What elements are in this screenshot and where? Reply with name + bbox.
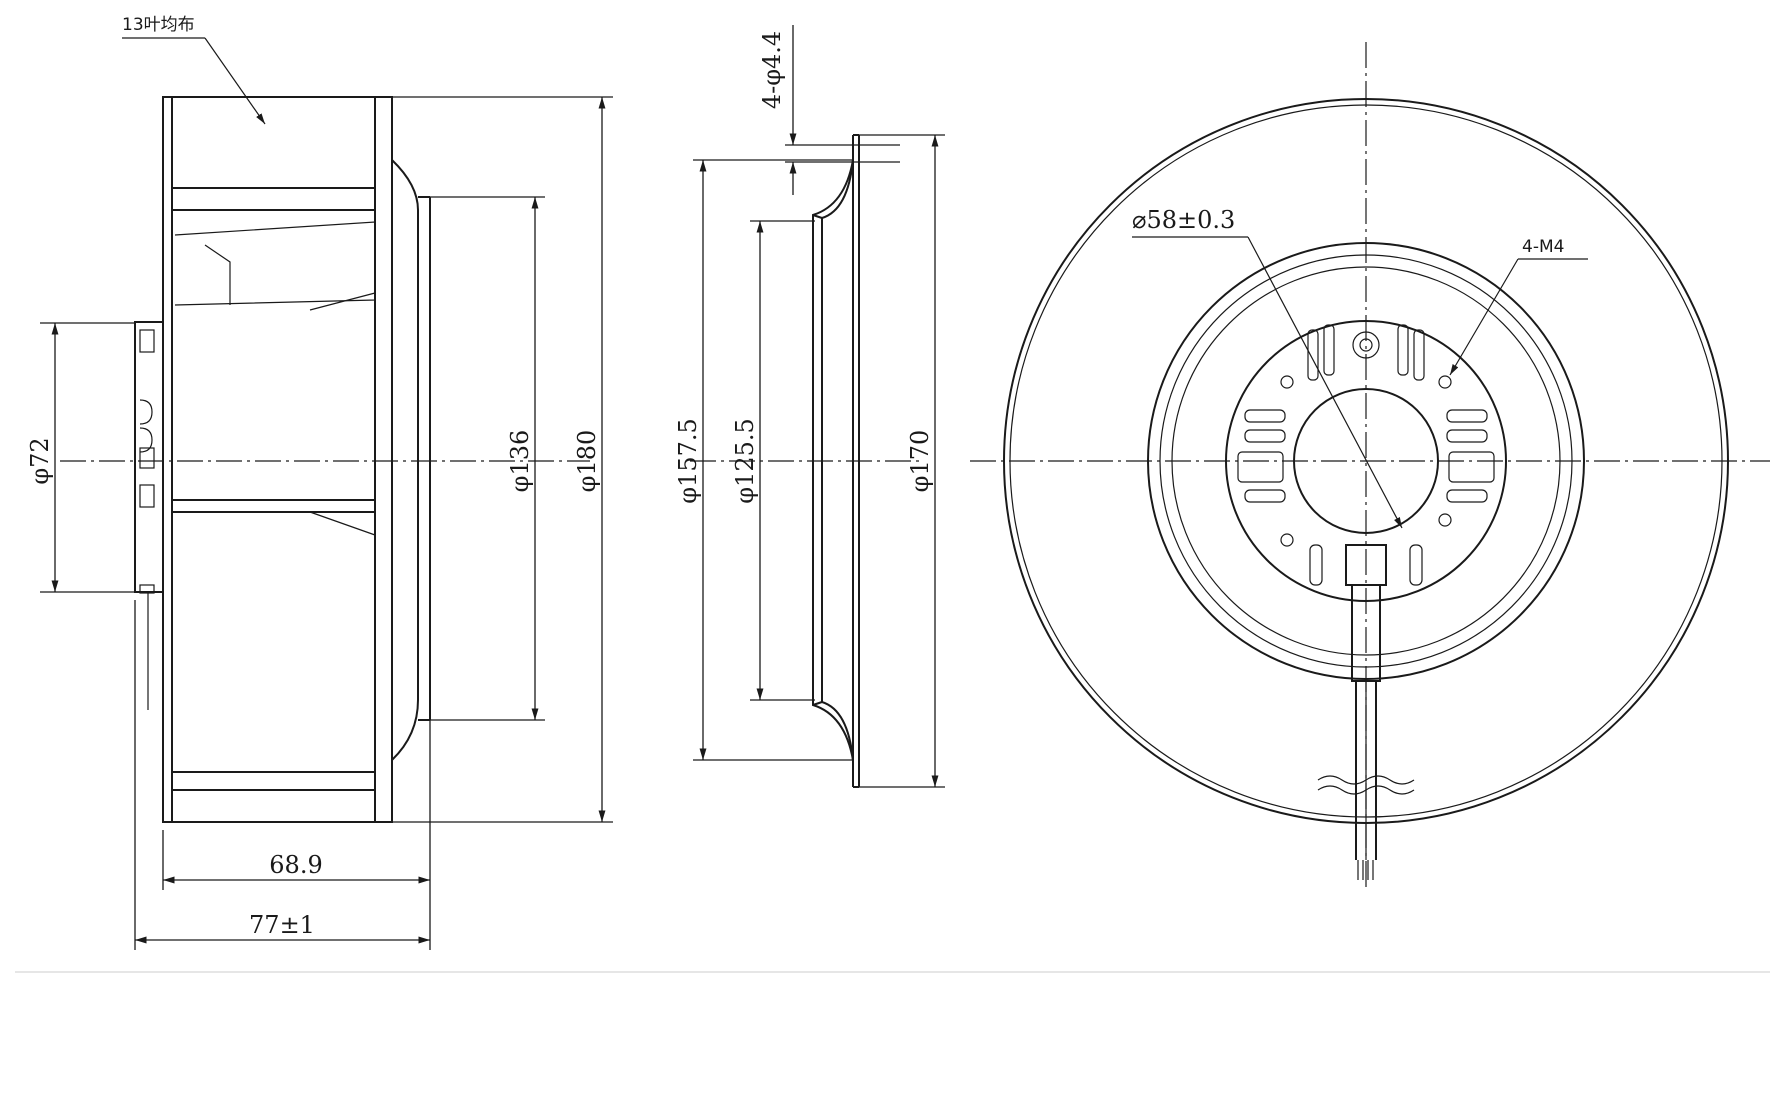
overall-width-label: 77±1 [249, 911, 315, 939]
inlet-ring-profile [812, 159, 854, 761]
side-view: 13叶均布 φ72 φ136 φ180 68.9 77±1 [26, 15, 613, 950]
impeller-outline [162, 96, 393, 823]
blade-upper [171, 209, 376, 501]
threaded-holes-label: 4-M4 [1522, 237, 1564, 257]
motor-fins [1237, 324, 1495, 586]
bolt-circle-label: φ157.5 [674, 418, 702, 504]
impeller-width-label: 68.9 [269, 851, 322, 879]
hub-diameter-label: φ72 [26, 437, 54, 484]
flange-diameter-label: φ170 [906, 430, 934, 493]
blade-count-note: 13叶均布 [122, 15, 195, 35]
front-view: ⌀58±0.3 4-M4 [970, 42, 1770, 890]
blade-lower [171, 511, 376, 773]
rotor-circle [1293, 388, 1439, 534]
ring-inner-diameter-label: φ125.5 [731, 418, 759, 504]
inlet-diameter-label: φ136 [506, 430, 534, 493]
motor-hub [134, 321, 164, 593]
threaded-hole [1280, 533, 1294, 547]
threaded-hole [1438, 375, 1452, 389]
threaded-hole [1280, 375, 1294, 389]
shroud-circle [1147, 242, 1585, 680]
outer-diameter-label: φ180 [573, 430, 601, 493]
threaded-hole [1438, 513, 1452, 527]
mounting-holes-label: 4-φ4.4 [758, 31, 786, 109]
rotor-diameter-label: ⌀58±0.3 [1132, 206, 1235, 234]
motor-flange-circle [1225, 320, 1507, 602]
inlet-ring-view: 4-φ4.4 φ157.5 φ125.5 φ170 [674, 25, 945, 788]
